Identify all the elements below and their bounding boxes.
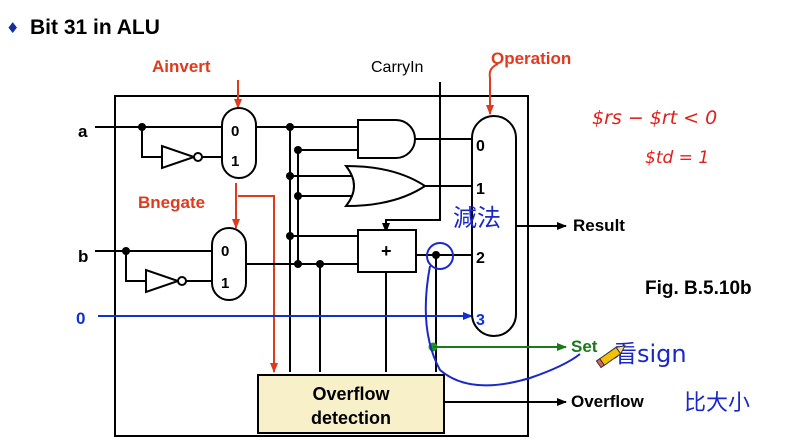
result-mux-in0: 0 [476, 138, 485, 155]
a-invert-branch [141, 127, 162, 158]
overflow-box-line1: Overflow [312, 384, 390, 404]
annotation-curve [424, 265, 581, 387]
overflow-box-line2: detection [311, 408, 391, 428]
adder-symbol: + [381, 241, 392, 261]
annotation-assign: $td = 1 [645, 148, 709, 168]
or-gate [343, 164, 427, 208]
operation-label: Operation [491, 49, 571, 68]
mux-b-in1: 1 [221, 275, 229, 292]
carryin-wire [382, 82, 441, 233]
alu-enclosure [114, 95, 529, 437]
page-title: Bit 31 in ALU [30, 16, 160, 39]
overflow-label: Overflow [571, 392, 645, 411]
ainvert-label: Ainvert [152, 57, 211, 76]
annotation-subtraction: 減法 [453, 204, 501, 232]
figure-caption: Fig. B.5.10b [645, 278, 752, 299]
pencil-cursor-icon [595, 345, 626, 369]
overflow-detection-box [257, 374, 445, 434]
set-label: Set [571, 337, 598, 356]
input-b-label: b [78, 247, 88, 266]
not-gate-b [145, 268, 182, 294]
mux-a [221, 107, 257, 179]
b-invert-branch [125, 251, 146, 282]
bnegate-wire-overflow [238, 195, 278, 373]
mux-a-in0: 0 [231, 123, 239, 140]
annotation-circle [426, 242, 454, 270]
not-gate-a-bubble [193, 152, 203, 162]
input-a-label: a [78, 122, 88, 141]
bnegate-label: Bnegate [138, 193, 205, 212]
title-bullet: ♦ [6, 19, 19, 37]
operation-wire [486, 63, 499, 115]
adder [357, 229, 417, 273]
result-mux-in2: 2 [476, 250, 485, 267]
mux-a-in1: 1 [231, 153, 239, 170]
mux-b-in0: 0 [221, 243, 229, 260]
annotation-compare: 比大小 [684, 391, 750, 416]
carryin-label: CarryIn [371, 59, 423, 76]
not-gate-b-bubble [177, 276, 187, 286]
annotation-look-sign: 看sign [613, 340, 687, 368]
and-gate [357, 119, 416, 159]
input-zero-label: 0 [76, 309, 85, 328]
result-mux-in3: 3 [476, 312, 485, 329]
annotation-formula: $rs − $rt < 0 [592, 107, 717, 129]
junction [316, 260, 324, 268]
not-gate-a [161, 144, 198, 170]
result-mux-in1: 1 [476, 181, 485, 198]
junction [294, 260, 302, 268]
result-label: Result [573, 216, 625, 235]
